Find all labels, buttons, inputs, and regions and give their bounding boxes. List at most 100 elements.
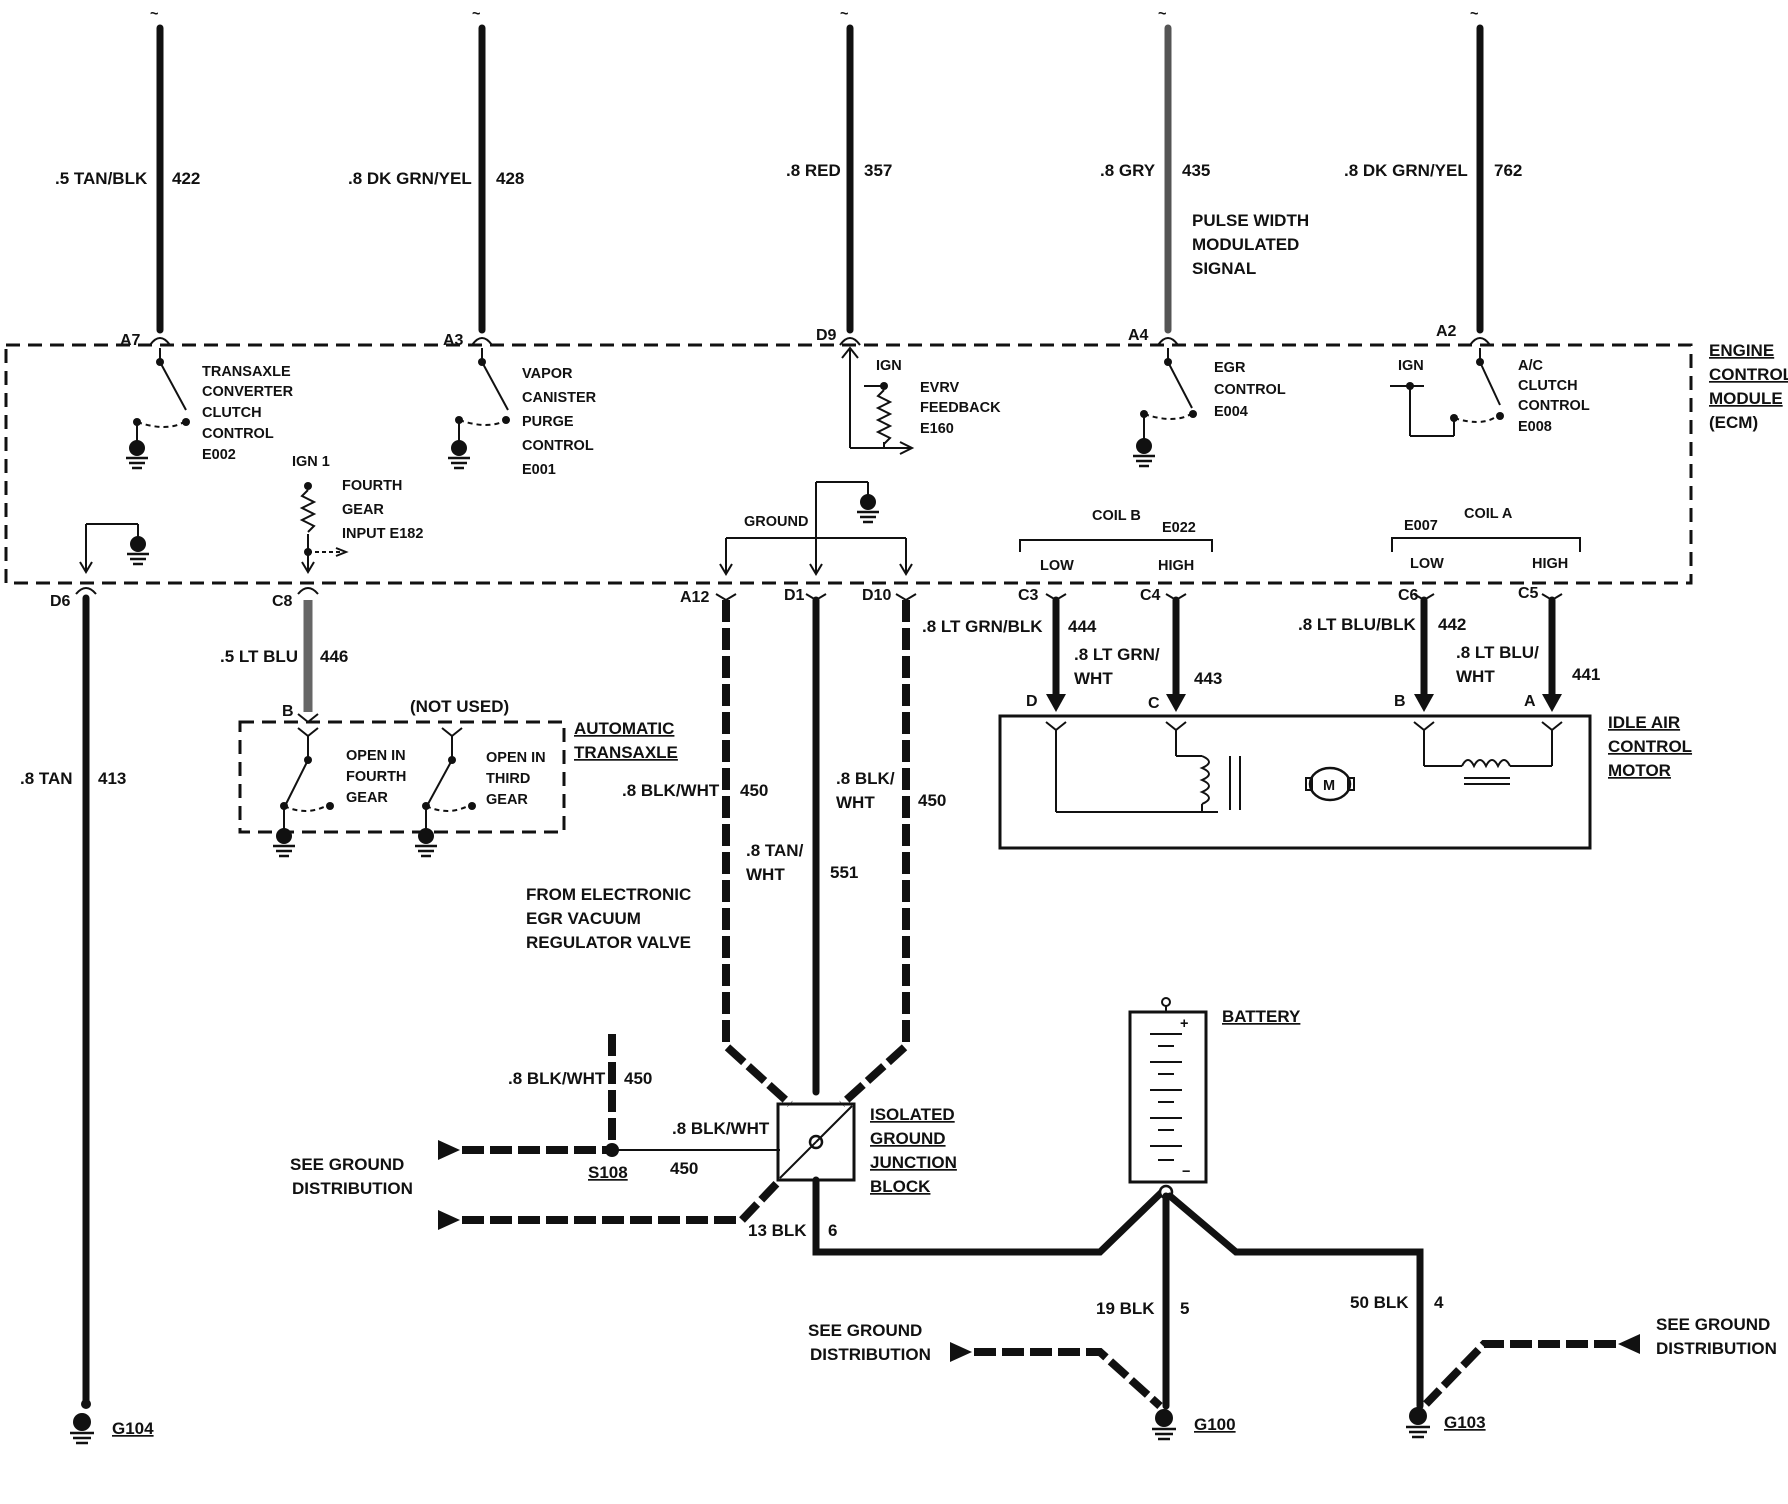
wire-441: .8 LT BLU/ WHT 441 xyxy=(1456,596,1600,712)
svg-text:~: ~ xyxy=(1158,6,1166,22)
pwm-note-2: MODULATED xyxy=(1192,235,1299,254)
svg-text:WHT: WHT xyxy=(1074,669,1113,688)
svg-text:.8 BLK/WHT: .8 BLK/WHT xyxy=(622,781,720,800)
svg-text:.8 BLK/WHT: .8 BLK/WHT xyxy=(672,1119,770,1138)
arrow-icon xyxy=(950,1342,972,1362)
svg-text:551: 551 xyxy=(830,863,858,882)
pin-d10: D10 xyxy=(862,587,891,604)
ground-symbol-icon xyxy=(1406,1407,1430,1439)
svg-text:E022: E022 xyxy=(1162,520,1196,536)
iac-motor: D C B A M IDLE AIR CONTROL MOTOR xyxy=(998,693,1692,850)
svg-text:IGN: IGN xyxy=(876,358,902,374)
svg-text:CONTROL: CONTROL xyxy=(1608,737,1692,756)
pin-a2: A2 xyxy=(1436,323,1457,340)
svg-text:IGN: IGN xyxy=(1398,358,1424,374)
svg-text:M: M xyxy=(1323,778,1335,794)
see-ground-3a: SEE GROUND xyxy=(1656,1315,1770,1334)
svg-text:CONTROL: CONTROL xyxy=(1214,382,1286,398)
svg-text:CONVERTER: CONVERTER xyxy=(202,384,294,400)
wire-428-gauge: .8 DK GRN/YEL xyxy=(348,169,472,188)
svg-text:.5 LT BLU: .5 LT BLU xyxy=(220,647,298,666)
svg-text:C: C xyxy=(1148,695,1160,712)
battery: + − BATTERY xyxy=(1128,997,1301,1200)
ground-symbol-icon xyxy=(415,828,437,858)
wire-435-circuit: 435 xyxy=(1182,161,1210,180)
transaxle-box: B (NOT USED) AUTOMATIC TRANSAXLE OPEN IN… xyxy=(238,697,678,858)
svg-text:441: 441 xyxy=(1572,665,1600,684)
svg-text:TRANSAXLE: TRANSAXLE xyxy=(202,364,291,380)
svg-text:BATTERY: BATTERY xyxy=(1222,1007,1301,1026)
see-ground-3b: DISTRIBUTION xyxy=(1656,1339,1777,1358)
svg-text:PURGE: PURGE xyxy=(522,414,574,430)
svg-text:444: 444 xyxy=(1068,617,1097,636)
svg-text:4: 4 xyxy=(1434,1293,1444,1312)
ecm-ground-bus: GROUND xyxy=(719,481,913,576)
pwm-note-1: PULSE WIDTH xyxy=(1192,211,1309,230)
svg-text:.8 BLK/WHT: .8 BLK/WHT xyxy=(508,1069,606,1088)
svg-text:(ECM): (ECM) xyxy=(1709,413,1758,432)
wire-443: .8 LT GRN/ WHT 443 xyxy=(1074,596,1222,712)
svg-text:443: 443 xyxy=(1194,669,1222,688)
arrow-icon xyxy=(438,1210,460,1230)
svg-text:~: ~ xyxy=(1470,6,1478,22)
svg-text:WHT: WHT xyxy=(746,865,785,884)
coil-b-bracket: COIL B E022 LOW HIGH xyxy=(1019,508,1213,574)
svg-text:S108: S108 xyxy=(588,1163,628,1182)
svg-text:CONTROL: CONTROL xyxy=(522,438,594,454)
pin-d1: D1 xyxy=(784,587,805,604)
svg-text:ENGINE: ENGINE xyxy=(1709,341,1774,360)
see-ground-1a: SEE GROUND xyxy=(290,1155,404,1174)
g103-label: G103 xyxy=(1444,1413,1486,1432)
svg-text:E001: E001 xyxy=(522,462,556,478)
battery-minus: − xyxy=(1182,1164,1190,1180)
battery-plus: + xyxy=(1180,1016,1188,1032)
wire-450-a12: .8 BLK/WHT 450 xyxy=(622,600,793,1107)
ground-symbol-icon xyxy=(127,536,149,566)
wire-4: 50 BLK 4 xyxy=(1166,1192,1444,1410)
tcc-switch: TRANSAXLE CONVERTER CLUTCH CONTROL E002 xyxy=(126,348,294,470)
wire-422-circuit: 422 xyxy=(172,169,200,188)
svg-text:GROUND: GROUND xyxy=(744,514,808,530)
wire-357: ~ .8 RED 357 D9 xyxy=(786,6,892,346)
svg-text:A: A xyxy=(1524,693,1536,710)
egr-note-3: REGULATOR VALVE xyxy=(526,933,691,952)
arrow-icon xyxy=(438,1140,460,1160)
pin-c4: C4 xyxy=(1140,587,1161,604)
svg-text:E002: E002 xyxy=(202,447,236,463)
svg-text:50 BLK: 50 BLK xyxy=(1350,1293,1409,1312)
junction-block: ISOLATED GROUND JUNCTION BLOCK xyxy=(776,1102,957,1196)
svg-text:CANISTER: CANISTER xyxy=(522,390,597,406)
pin-c3: C3 xyxy=(1018,587,1039,604)
wire-762-gauge: .8 DK GRN/YEL xyxy=(1344,161,1468,180)
svg-text:WHT: WHT xyxy=(1456,667,1495,686)
pin-c6: C6 xyxy=(1398,587,1419,604)
pin-a12: A12 xyxy=(680,589,709,606)
svg-text:413: 413 xyxy=(98,769,126,788)
wire-762: ~ .8 DK GRN/YEL 762 A2 xyxy=(1344,6,1522,346)
svg-text:LOW: LOW xyxy=(1410,556,1444,572)
svg-text:.8 LT BLU/: .8 LT BLU/ xyxy=(1456,643,1539,662)
svg-text:FOURTH: FOURTH xyxy=(342,478,402,494)
svg-text:FOURTH: FOURTH xyxy=(346,769,406,785)
wire-435: ~ .8 GRY 435 A4 PULSE WIDTH MODULATED SI… xyxy=(1100,6,1309,346)
wire-422-gauge: .5 TAN/BLK xyxy=(55,169,148,188)
svg-text:COIL A: COIL A xyxy=(1464,506,1513,522)
svg-text:.8 LT GRN/BLK: .8 LT GRN/BLK xyxy=(922,617,1043,636)
svg-text:IGN 1: IGN 1 xyxy=(292,454,330,470)
lower-pins: D6 C8 A12 D1 D10 C3 C4 C6 C5 xyxy=(50,585,1563,610)
svg-text:E160: E160 xyxy=(920,421,954,437)
svg-text:.8 BLK/: .8 BLK/ xyxy=(836,769,895,788)
svg-text:GEAR: GEAR xyxy=(486,792,528,808)
svg-text:.8 LT GRN/: .8 LT GRN/ xyxy=(1074,645,1160,664)
svg-text:.8 TAN/: .8 TAN/ xyxy=(746,841,804,860)
svg-text:ISOLATED: ISOLATED xyxy=(870,1105,955,1124)
ac-clutch-switch: IGN A/C CLUTCH CONTROL E008 xyxy=(1390,348,1590,437)
svg-text:CONTROL: CONTROL xyxy=(1709,365,1788,384)
evrv-feedback: IGN EVRV FEEDBACK E160 xyxy=(841,346,1001,455)
svg-text:GEAR: GEAR xyxy=(346,790,388,806)
egr-switch: EGR CONTROL E004 xyxy=(1133,348,1286,468)
ground-g104: G104 xyxy=(70,1413,154,1445)
svg-text:COIL B: COIL B xyxy=(1092,508,1141,524)
ground-symbol-icon xyxy=(448,440,470,470)
